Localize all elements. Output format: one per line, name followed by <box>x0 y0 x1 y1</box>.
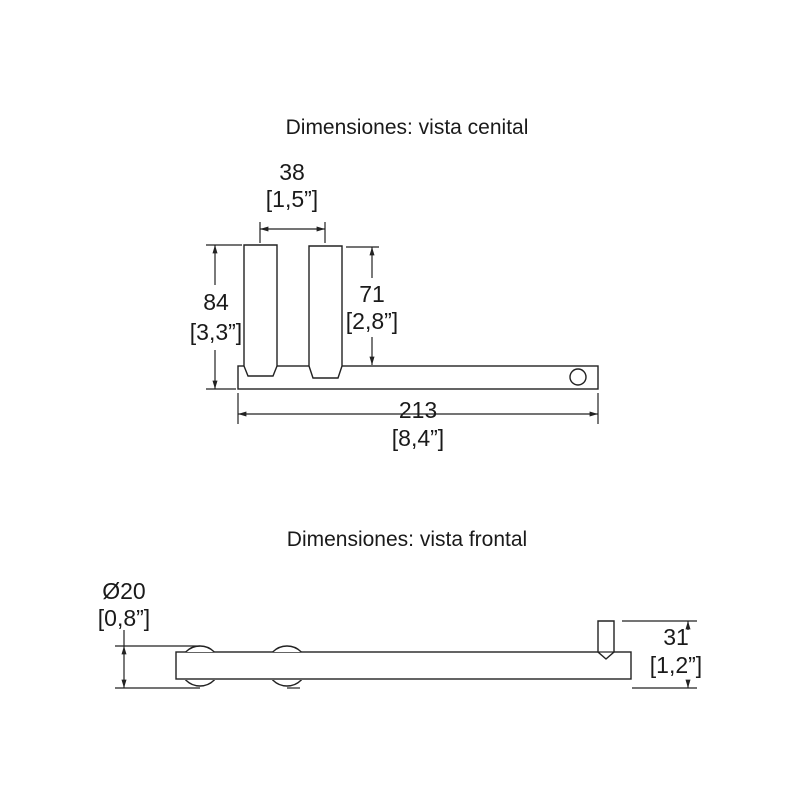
top-view-title: Dimensiones: vista cenital <box>286 116 529 139</box>
dim-total-height: 84 [3,3”] <box>190 244 242 390</box>
end-post <box>597 620 615 660</box>
dim-post-height: 71 [2,8”] <box>346 246 398 365</box>
dim-length: 213 [8,4”] <box>237 393 599 451</box>
dim-diameter-in: [0,8”] <box>98 605 150 631</box>
dim-post-height-mm: 71 <box>359 281 385 307</box>
dim-spacing-mm: 38 <box>279 159 305 185</box>
dim-height-mm: 31 <box>663 624 689 650</box>
bar-outline <box>237 365 599 390</box>
top-view: Dimensiones: vista cenital 38 [1,5”] 84 … <box>190 116 599 451</box>
mounting-hole-icon <box>569 368 587 386</box>
front-view-title: Dimensiones: vista frontal <box>287 528 527 551</box>
dim-post-height-in: [2,8”] <box>346 308 398 334</box>
dim-spacing-in: [1,5”] <box>266 186 318 212</box>
dim-diameter-mm: Ø20 <box>102 578 145 604</box>
dim-length-in: [8,4”] <box>392 425 444 451</box>
post-left <box>243 244 278 377</box>
dim-spacing: 38 [1,5”] <box>259 159 326 243</box>
front-view-part <box>175 620 632 687</box>
post-right <box>308 245 343 379</box>
dim-height: 31 [1,2”] <box>622 620 702 689</box>
dim-length-mm: 213 <box>399 397 437 423</box>
dim-height-in: [1,2”] <box>650 652 702 678</box>
dim-diameter: Ø20 [0,8”] <box>98 578 300 689</box>
bar-outline <box>175 651 632 680</box>
front-view: Dimensiones: vista frontal Ø20 [0,8”] <box>98 528 702 689</box>
dim-total-height-in: [3,3”] <box>190 319 242 345</box>
dim-total-height-mm: 84 <box>203 289 229 315</box>
top-view-part <box>237 244 599 390</box>
